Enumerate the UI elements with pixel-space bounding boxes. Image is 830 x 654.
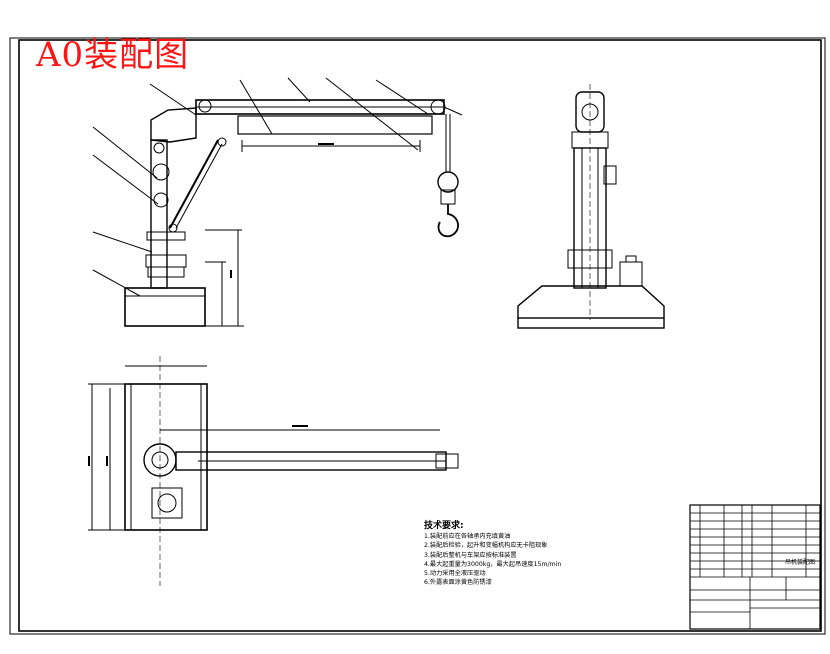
plan-view [88,356,459,586]
requirement-item: 6.外露表面涂黄色防锈漆 [424,579,492,587]
technical-requirements: 技术要求: 1.装配前应在各轴承内充填黄油 2.装配后检验，起升和变幅机构应无卡… [424,518,561,588]
requirement-item: 5.动力采用全液压驱动 [424,570,486,578]
dimension-marks [88,143,334,466]
requirement-item: 4.最大起重量为3000kg，最大起吊速度15m/min [424,560,562,568]
requirement-item: 3.装配后整机与车架应按标准装置 [424,551,517,559]
drawing-type-stamp: A0装配图 [36,35,190,75]
outer-frame [9,37,826,635]
requirement-item: 2.装配后检验，起升和变幅机构应无卡阻现象 [424,542,548,550]
front-elevation-view [92,77,463,327]
title-block [689,504,821,630]
title-block-name: 吊机装配图 [785,558,815,566]
side-elevation-view [517,84,665,329]
requirement-item: 1.装配前应在各轴承内充填黄油 [424,533,511,540]
inner-frame [18,39,822,632]
technical-requirements-title: 技术要求: [424,521,464,531]
